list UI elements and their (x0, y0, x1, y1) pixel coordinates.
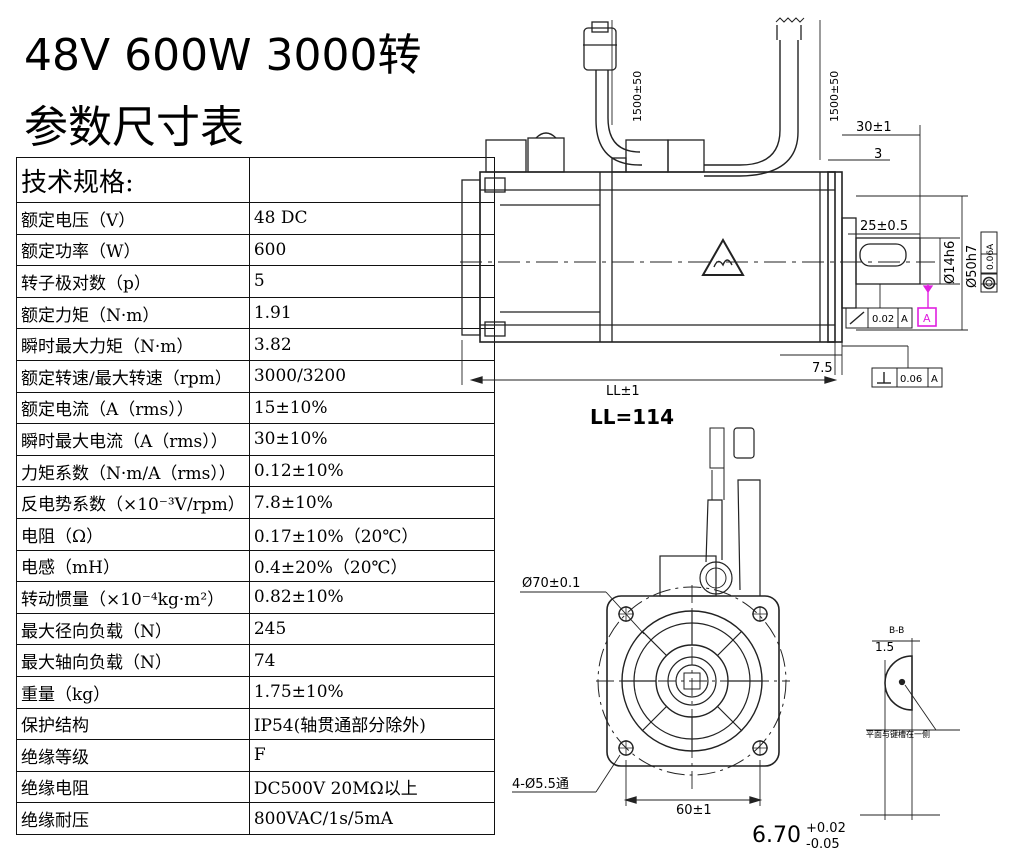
pilot-tol-ref: A (986, 243, 996, 250)
dim-flat-tol-upper: +0.02 (806, 821, 846, 836)
spec-label: 转子极对数（p） (16, 265, 250, 298)
spec-table-row: 瞬时最大力矩（N·m）3.82 (16, 328, 495, 361)
cable-length-right: 1500±50 (828, 71, 841, 122)
warning-icon (701, 237, 745, 276)
spec-value: 1.75±10% (248, 675, 495, 709)
section-label: B-B (889, 626, 904, 636)
spec-value: 15±10% (248, 391, 495, 425)
runout-tol: 0.02 (872, 314, 894, 325)
spec-table-heading: 技术规格: (16, 157, 250, 203)
spec-label: 瞬时最大力矩（N·m） (16, 328, 250, 361)
spec-label: 额定力矩（N·m） (16, 296, 250, 330)
pilot-tol: 0.06 (986, 250, 996, 270)
dim-1-5: 1.5 (875, 640, 894, 654)
spec-value: 245 (248, 612, 495, 646)
spec-label: 绝缘耐压 (16, 802, 250, 835)
spec-table-row: 反电势系数（×10⁻³V/rpm）7.8±10% (16, 486, 495, 519)
spec-label: 最大轴向负载（N） (16, 644, 250, 677)
dim-width: 60±1 (676, 803, 712, 818)
section-view: B-B 1.5 平面与键槽在一侧 6.70 +0.02 -0.05 (752, 626, 960, 852)
front-view: Ø70±0.1 4-Ø5.5通 60±1 (512, 427, 790, 818)
spec-label: 转动惯量（×10⁻⁴kg·m²） (16, 581, 250, 614)
spec-value: 0.4±20%（20℃） (248, 549, 495, 583)
dim-7-5: 7.5 (812, 361, 833, 376)
spec-value: 30±10% (248, 423, 495, 456)
spec-label: 力矩系数（N·m/A（rms）） (16, 454, 250, 488)
spec-value: 800VAC/1s/5mA (248, 802, 495, 835)
spec-table-row: 转动惯量（×10⁻⁴kg·m²）0.82±10% (16, 581, 495, 614)
perp-ref: A (931, 374, 938, 385)
datum-a-box (917, 307, 937, 327)
perp-tol: 0.06 (900, 374, 922, 385)
spec-value: DC500V 20MΩ以上 (248, 770, 495, 804)
spec-table-row: 额定转速/最大转速（rpm）3000/3200 (16, 359, 495, 393)
spec-value: 5 (248, 265, 495, 298)
title-line-1: 48V 600W 3000转 (24, 30, 422, 81)
spec-value: 0.82±10% (248, 581, 495, 614)
datum-a: A (923, 312, 931, 325)
section-note: 平面与键槽在一侧 (866, 729, 930, 739)
motor-body (479, 171, 836, 343)
runout-arrow-icon (849, 311, 865, 325)
dim-shaft-dia: Ø14h6 (943, 241, 958, 284)
spec-table-header-row: 技术规格: (16, 157, 495, 203)
spec-value: 74 (248, 644, 495, 677)
runout-ref: A (901, 314, 908, 325)
circular-runout-icon (980, 273, 998, 293)
dim-flat: 6.70 (752, 823, 801, 848)
cable-length-left: 1500±50 (631, 71, 644, 122)
spec-label: 反电势系数（×10⁻³V/rpm） (16, 486, 250, 519)
dim-flat-tol-lower: -0.05 (806, 837, 840, 852)
ll-value: LL=114 (590, 405, 674, 429)
spec-label: 绝缘等级 (16, 739, 250, 772)
spec-table-heading-blank (248, 157, 495, 203)
spec-table-row: 额定电流（A（rms））15±10% (16, 391, 495, 425)
spec-value: IP54(轴贯通部分除外) (248, 707, 495, 741)
dim-pilot-dia: Ø50h7 (965, 245, 980, 288)
spec-value: 7.8±10% (248, 486, 495, 519)
spec-table-row: 最大轴向负载（N）74 (16, 644, 495, 677)
spec-label: 瞬时最大电流（A（rms）） (16, 423, 250, 456)
dim-3: 3 (874, 147, 882, 162)
side-view: 1500±50 1500±50 30±1 3 25±0.5 Ø14h6 Ø50h… (460, 17, 998, 429)
spec-label: 电感（mH） (16, 549, 250, 583)
title-line-2: 参数尺寸表 (24, 102, 244, 153)
dim-ll: LL±1 (606, 384, 640, 399)
dim-30: 30±1 (856, 120, 892, 135)
dim-mount-holes: 4-Ø5.5通 (512, 777, 569, 792)
spec-table-row: 额定力矩（N·m）1.91 (16, 296, 495, 330)
spec-table-row: 电感（mH）0.4±20%（20℃） (16, 549, 495, 583)
spec-label: 最大径向负载（N） (16, 612, 250, 646)
spec-label: 额定电流（A（rms）） (16, 391, 250, 425)
spec-table-row: 最大径向负载（N）245 (16, 612, 495, 646)
spec-table-row: 转子极对数（p）5 (16, 265, 495, 298)
shaft-section (884, 655, 913, 711)
spec-label: 绝缘电阻 (16, 770, 250, 804)
dim-25: 25±0.5 (860, 219, 908, 234)
spec-value: 600 (248, 233, 495, 267)
perpendicularity-icon (877, 372, 891, 384)
spec-label: 额定电压（V） (16, 202, 250, 235)
spec-table-row: 电阻（Ω）0.17±10%（20℃） (16, 517, 495, 551)
spec-label: 电阻（Ω） (16, 517, 250, 551)
spec-label: 额定转速/最大转速（rpm） (16, 359, 250, 393)
spec-label: 保护结构 (16, 707, 250, 741)
spec-table-row: 重量（kg）1.75±10% (16, 675, 495, 709)
spec-table-row: 瞬时最大电流（A（rms））30±10% (16, 423, 495, 456)
shaft (855, 237, 921, 285)
dim-bolt-circle: Ø70±0.1 (522, 576, 580, 591)
spec-value: 0.17±10%（20℃） (248, 517, 495, 551)
